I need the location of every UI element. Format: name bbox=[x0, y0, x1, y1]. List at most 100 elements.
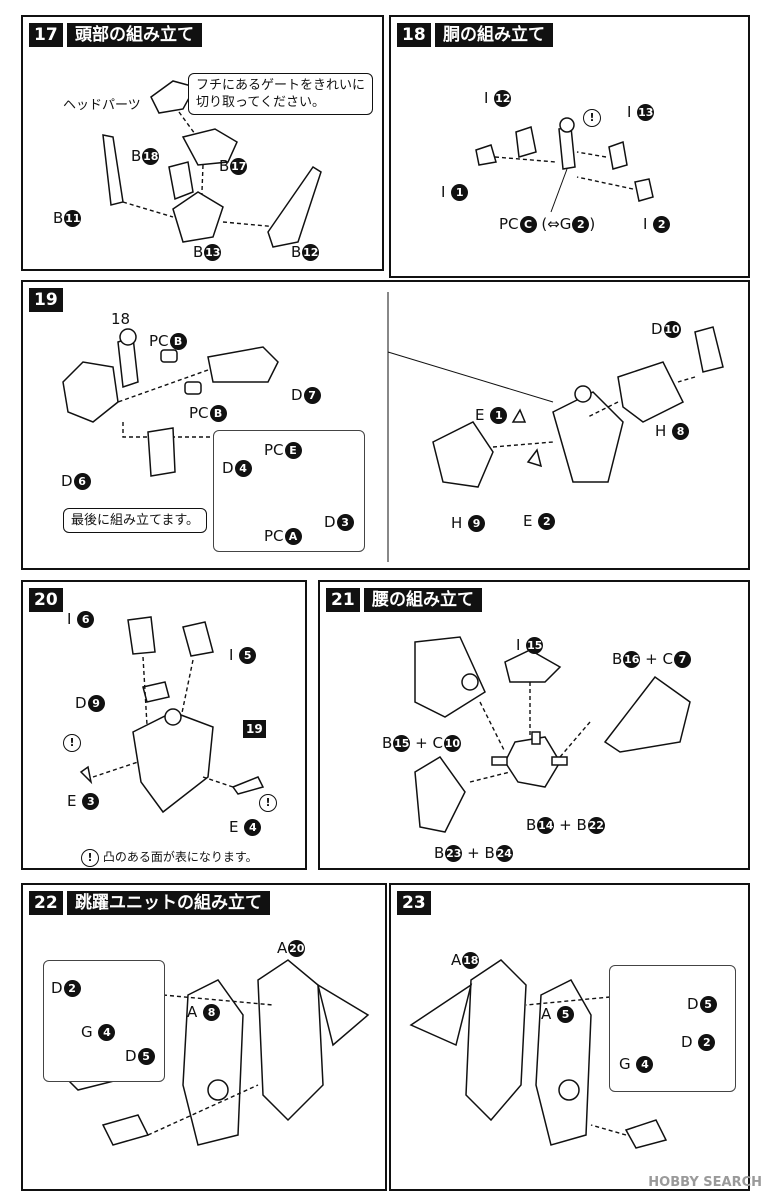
part-e4: E 4 bbox=[229, 818, 262, 836]
part-i6: I 6 bbox=[67, 610, 95, 628]
part-i13: I 13 bbox=[627, 103, 655, 121]
e2-shape bbox=[526, 448, 543, 468]
step-number: 23 bbox=[397, 891, 431, 915]
i15-shape bbox=[504, 649, 562, 683]
step-21-diagram bbox=[414, 636, 691, 833]
e4-shape bbox=[231, 776, 265, 795]
b12-shape bbox=[267, 165, 322, 248]
step-number: 22 bbox=[29, 891, 63, 915]
part-g4: G 4 bbox=[81, 1023, 116, 1041]
part-i12: I 12 bbox=[484, 89, 512, 107]
part-a5: A 5 bbox=[541, 1005, 575, 1023]
step-number: 18 bbox=[397, 23, 431, 47]
part-e1: E 1 bbox=[475, 406, 508, 424]
step-17-diagram bbox=[102, 80, 322, 248]
head-parts-label: ヘッドパーツ bbox=[63, 98, 141, 113]
d9-shape bbox=[142, 681, 170, 703]
part-g4: G 4 bbox=[619, 1055, 654, 1073]
sub-assembly-shape bbox=[147, 427, 176, 477]
i13-shape bbox=[608, 140, 628, 170]
d10-shape bbox=[694, 326, 724, 373]
step-number: 21 bbox=[326, 588, 360, 612]
joint-inset bbox=[609, 965, 736, 1092]
d6-shape bbox=[62, 361, 119, 423]
a18-shape bbox=[465, 959, 527, 1122]
step-title: 跳躍ユニットの組み立て bbox=[67, 891, 270, 915]
a8-shape bbox=[182, 979, 244, 1146]
a20-wing-shape bbox=[316, 983, 370, 1047]
i12-shape bbox=[515, 126, 537, 158]
ref-step-18: 18 bbox=[111, 310, 131, 328]
body-shape bbox=[552, 391, 624, 483]
part-i1: I 1 bbox=[441, 183, 469, 201]
d7-shape bbox=[207, 346, 279, 383]
alert-icon: ! bbox=[259, 792, 277, 812]
h9-shape bbox=[432, 421, 494, 488]
h8-shape bbox=[617, 361, 685, 423]
part-e3: E 3 bbox=[67, 792, 100, 810]
part-d2: D 2 bbox=[681, 1033, 716, 1051]
assembled-joint-shape bbox=[101, 1114, 150, 1146]
pc-c-shape bbox=[558, 126, 576, 170]
step-number: 17 bbox=[29, 23, 63, 47]
joint-inset bbox=[43, 960, 165, 1082]
a5-shape bbox=[535, 979, 592, 1146]
part-a8: A 8 bbox=[187, 1003, 221, 1021]
b16-c7-shape bbox=[603, 675, 691, 753]
part-i5: I 5 bbox=[229, 646, 257, 664]
alert-icon: ! bbox=[583, 107, 601, 127]
b13-shape bbox=[172, 191, 224, 243]
gate-note: フチにあるゲートをきれいに 切り取ってください。 bbox=[188, 73, 374, 115]
part-e2: E 2 bbox=[523, 512, 556, 530]
alert-icon: ! bbox=[63, 732, 81, 752]
last-assembly-note: 最後に組み立てます。 bbox=[63, 508, 208, 533]
ref19-body-shape bbox=[132, 711, 214, 814]
part-i2: I 2 bbox=[643, 215, 671, 233]
step-18-diagram bbox=[475, 117, 654, 213]
step-19-diagram bbox=[62, 292, 724, 562]
step-title: 頭部の組み立て bbox=[67, 23, 202, 47]
e3-shape bbox=[79, 765, 93, 785]
b11-shape bbox=[102, 134, 124, 206]
e1-shape bbox=[511, 408, 527, 423]
a18-wing-shape bbox=[409, 983, 473, 1047]
i1-shape bbox=[475, 144, 497, 166]
step-number: 19 bbox=[29, 288, 63, 312]
a20-shape bbox=[257, 959, 324, 1122]
b23-b24-shape bbox=[414, 756, 466, 833]
footnote: ! 凸のある面が表になります。 bbox=[81, 848, 258, 867]
assembled-joint-shape bbox=[624, 1119, 668, 1149]
b18-shape bbox=[168, 161, 194, 201]
b15-c10-shape bbox=[414, 636, 486, 718]
